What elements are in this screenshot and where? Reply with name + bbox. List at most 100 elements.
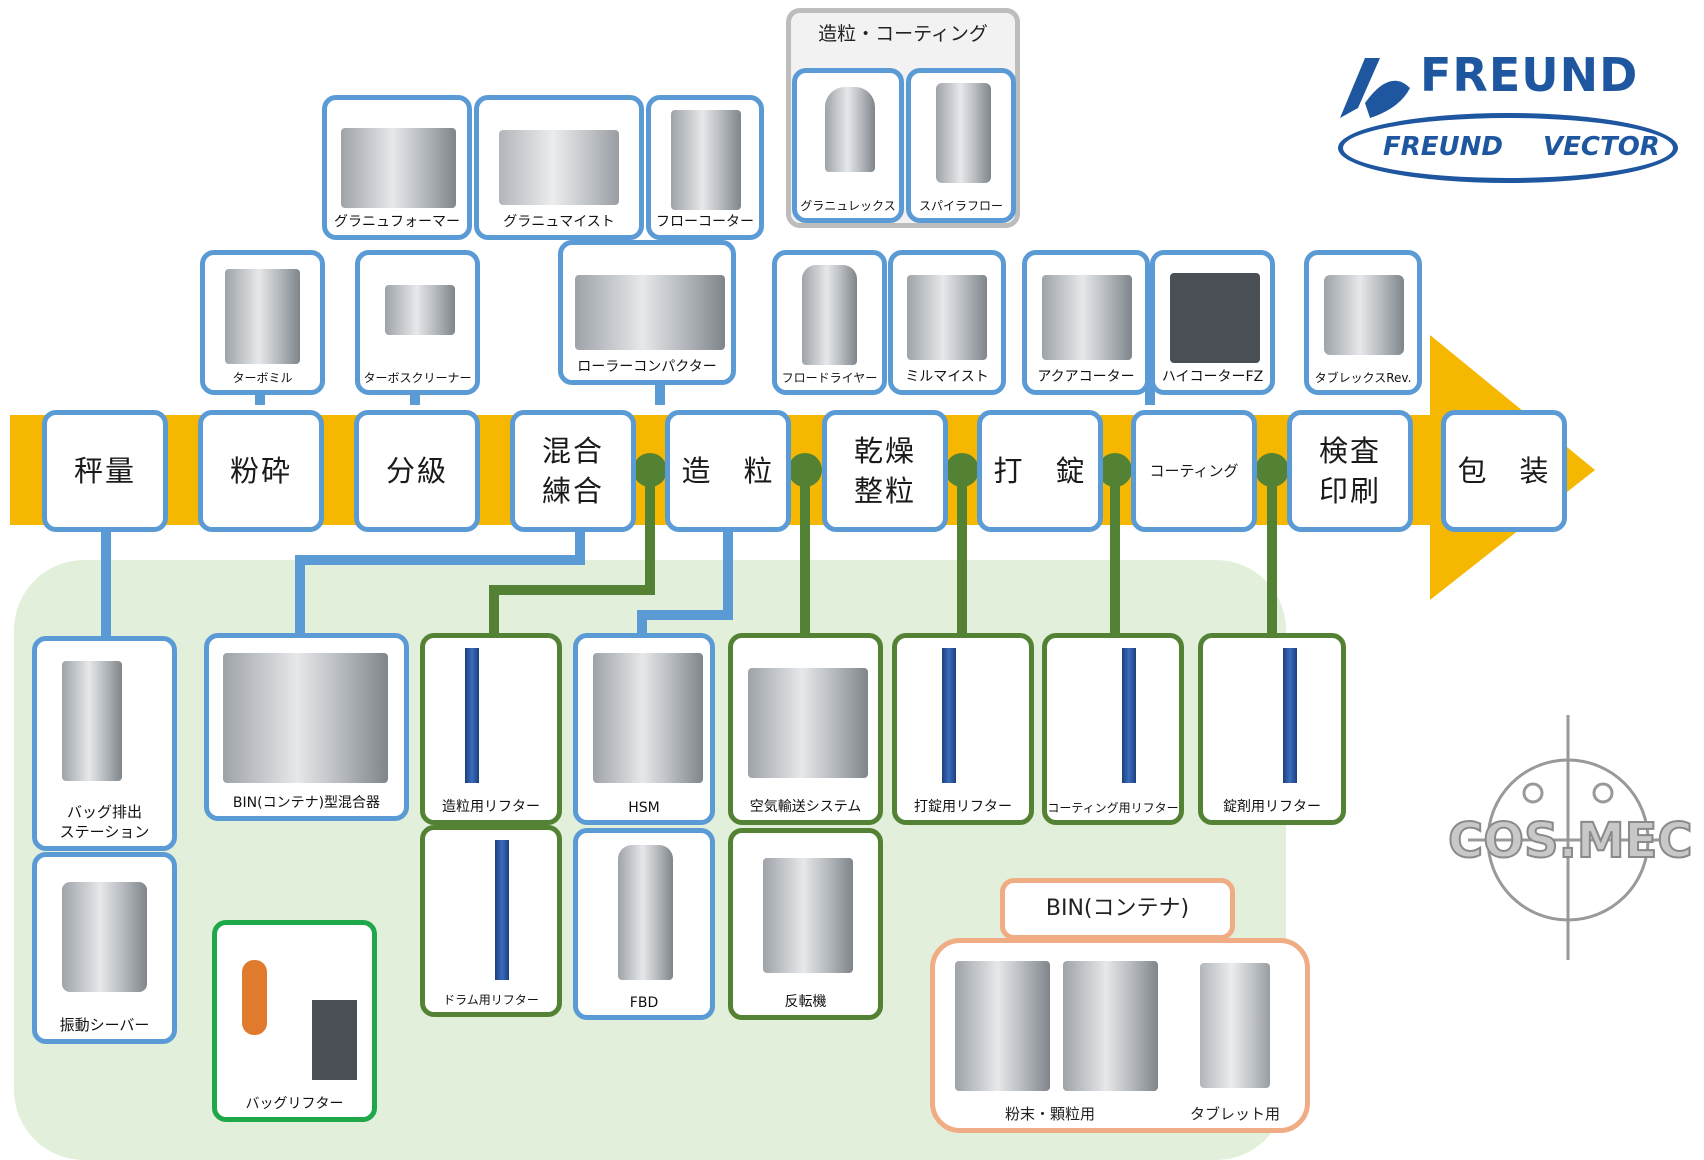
product-caption: ミルマイスト (905, 369, 989, 385)
flowcoater-image (671, 110, 741, 210)
node-dot (945, 453, 979, 487)
tablex-image (1324, 275, 1404, 355)
link-mix-bin (295, 515, 585, 645)
roller-compactor-image (575, 275, 725, 350)
product-caption: 打錠用リフター (914, 799, 1012, 815)
product-hsm[interactable]: HSM (573, 633, 715, 825)
stage-granulation[interactable]: 造 粒 (665, 410, 791, 532)
bin-tablet-label: タブレット用 (1190, 1105, 1281, 1123)
product-caption: アクアコーター (1037, 369, 1135, 385)
product-turboscreener[interactable]: ターボスクリーナー (355, 250, 480, 395)
product-bin-mixer[interactable]: BIN(コンテナ)型混合器 (204, 633, 409, 821)
stage-inspection[interactable]: 検査 印刷 (1287, 410, 1413, 532)
link-gran-hsm (637, 515, 733, 645)
product-millmist[interactable]: ミルマイスト (888, 250, 1006, 395)
bin-powder-label: 粉末・顆粒用 (1005, 1105, 1096, 1123)
arrow-stripe (10, 415, 16, 525)
stage-label: 乾燥 整粒 (853, 434, 916, 508)
product-coating-lifter[interactable]: コーティング用リフター (1042, 633, 1184, 825)
inverter-image (763, 858, 853, 973)
product-inverter[interactable]: 反転機 (728, 828, 883, 1020)
product-caption: 空気輸送システム (749, 799, 862, 815)
stage-drying[interactable]: 乾燥 整粒 (822, 410, 948, 532)
product-caption: FBD (629, 995, 659, 1011)
bag-lifter-image (242, 960, 267, 1035)
product-aquacoater[interactable]: アクアコーター (1022, 250, 1150, 395)
bag-station-image (62, 661, 122, 781)
freund-vector-logo: FREUND VECTOR (1338, 113, 1678, 183)
product-caption: コーティング用リフター (1047, 801, 1179, 815)
turboscreener-image (385, 285, 455, 335)
turbomill-image (225, 269, 300, 364)
group-title: 造粒・コーティング (818, 23, 988, 45)
product-tablex[interactable]: タブレックスRev. (1304, 250, 1422, 395)
product-caption: グラニュマイスト (503, 214, 615, 230)
product-pneumatic[interactable]: 空気輸送システム (728, 633, 883, 825)
tablet-agent-lifter-image (1283, 648, 1297, 783)
product-bag-lifter[interactable]: バッグリフター (212, 920, 377, 1122)
product-vibro-sieve[interactable]: 振動シーバー (32, 852, 177, 1044)
product-flowdryer[interactable]: フロードライヤー (772, 250, 887, 395)
vibro-sieve-image (62, 882, 147, 992)
product-spiraflow[interactable]: スパイラフロー (906, 68, 1016, 223)
product-gran-lifter[interactable]: 造粒用リフター (420, 633, 562, 825)
stage-coating[interactable]: コーティング (1131, 410, 1257, 532)
bin-container-group[interactable]: 粉末・顆粒用 タブレット用 (930, 938, 1310, 1133)
product-caption: ターボスクリーナー (363, 371, 472, 385)
stage-classifying[interactable]: 分級 (354, 410, 480, 532)
product-bag-station[interactable]: バッグ排出 ステーション (32, 636, 177, 851)
product-caption: 造粒用リフター (442, 799, 540, 815)
node-dot (788, 453, 822, 487)
product-caption: 振動シーバー (59, 1016, 150, 1034)
tablet-lifter-image (942, 648, 956, 783)
stage-tableting[interactable]: 打 錠 (977, 410, 1103, 532)
product-caption: フロードライヤー (781, 371, 878, 385)
product-caption: ローラーコンパクター (577, 359, 717, 375)
stage-packaging[interactable]: 包 装 (1441, 410, 1567, 532)
product-hicoater[interactable]: ハイコーターFZ (1150, 250, 1275, 395)
granurex-image (825, 87, 875, 172)
stage-label: 秤量 (73, 454, 136, 488)
product-caption: タブレックスRev. (1314, 371, 1412, 385)
product-caption: フローコーター (656, 214, 754, 230)
stage-milling[interactable]: 粉砕 (198, 410, 324, 532)
bin-title-box (1000, 878, 1235, 940)
product-drum-lifter[interactable]: ドラム用リフター (420, 825, 562, 1017)
stage-weighing[interactable]: 秤量 (42, 410, 168, 532)
stage-mixing[interactable]: 混合 練合 (510, 410, 636, 532)
freund-vector-right-text: VECTOR (1543, 132, 1660, 162)
hsm-image (593, 653, 703, 783)
cosmec-wordmark: COS.MEC (1447, 812, 1694, 870)
freund-vector-left-text: FREUND (1383, 132, 1503, 162)
product-tablet-lifter[interactable]: 打錠用リフター (892, 633, 1034, 825)
coating-lifter-image (1122, 648, 1136, 783)
spiraflow-image (936, 83, 991, 183)
product-caption: バッグリフター (245, 1096, 344, 1112)
product-caption: ターボミル (232, 371, 293, 385)
product-caption: BIN(コンテナ)型混合器 (232, 795, 381, 811)
product-turbomill[interactable]: ターボミル (200, 250, 325, 395)
bin-powder-image-2 (1063, 961, 1158, 1091)
product-caption: ドラム用リフター (443, 993, 539, 1007)
product-caption: グラニュフォーマー (334, 214, 460, 230)
product-granuformer[interactable]: グラニュフォーマー (322, 95, 472, 240)
product-fbd[interactable]: FBD (573, 828, 715, 1020)
granumist-image (499, 130, 619, 205)
aquacoater-image (1042, 275, 1132, 360)
stage-label: コーティング (1149, 462, 1239, 480)
product-caption: 錠剤用リフター (1223, 799, 1321, 815)
product-roller-compactor[interactable]: ローラーコンパクター (558, 240, 736, 385)
node-dot (1098, 453, 1132, 487)
pneumatic-image (748, 668, 868, 778)
product-granumist[interactable]: グラニュマイスト (474, 95, 644, 240)
product-tablet-agent-lifter[interactable]: 錠剤用リフター (1198, 633, 1346, 825)
stage-label: 混合 練合 (541, 434, 604, 508)
gran-lifter-image (465, 648, 479, 783)
product-caption: バッグ排出 ステーション (59, 803, 150, 841)
stage-label: 造 粒 (681, 454, 775, 488)
product-granurex[interactable]: グラニュレックス (792, 68, 904, 223)
bin-mixer-image (223, 653, 388, 783)
product-flowcoater[interactable]: フローコーター (646, 95, 764, 240)
bin-tablet-image (1200, 963, 1270, 1088)
drum-lifter-image (495, 840, 509, 980)
